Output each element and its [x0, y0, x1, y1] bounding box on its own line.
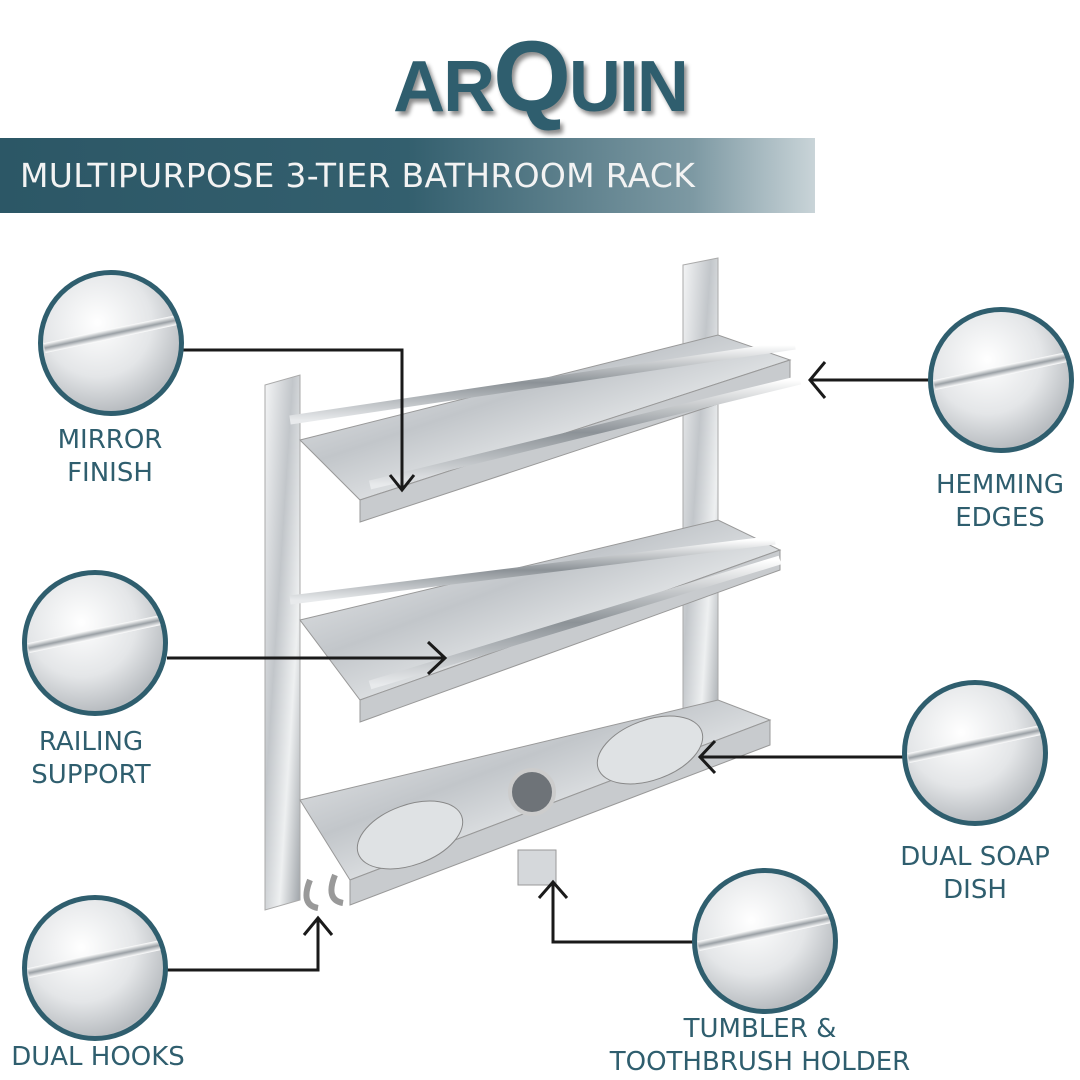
label-tumbler-holder: TUMBLER &TOOTHBRUSH HOLDER [609, 1014, 911, 1077]
dual-hooks-detail-circle [22, 895, 168, 1041]
middle-shelf [289, 519, 782, 723]
mirror-finish-detail-circle [38, 270, 184, 416]
leader-tumbler [551, 882, 693, 944]
hemming-edges-detail-circle [928, 307, 1074, 453]
railing-support-detail-circle [22, 570, 168, 716]
top-shelf [289, 334, 802, 523]
label-dual-hooks: DUAL HOOKS [11, 1042, 185, 1072]
soap-dish-detail-circle [902, 680, 1048, 826]
leader-mirror-finish [182, 348, 404, 490]
title-banner: MULTIPURPOSE 3-TIER BATHROOM RACK [0, 138, 815, 213]
tumbler-detail-circle [692, 868, 838, 1014]
banner-title: MULTIPURPOSE 3-TIER BATHROOM RACK [20, 156, 696, 195]
bottom-shelf [299, 699, 772, 911]
brand-logo: ARQUIN [393, 21, 689, 133]
leader-dual-hooks [167, 918, 320, 972]
